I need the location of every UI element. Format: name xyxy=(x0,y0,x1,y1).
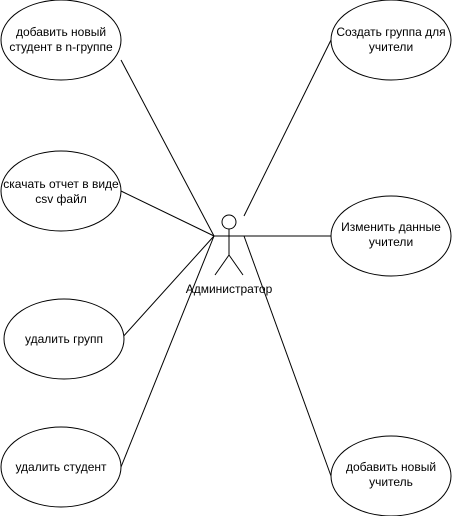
use-case-ellipse xyxy=(0,150,122,232)
use-case-add-teacher: добавить новый учитель xyxy=(330,435,452,516)
use-case-delete-group: удалить групп xyxy=(3,298,125,380)
actor-label: Администратор xyxy=(186,282,273,296)
use-case-label: студент в n-группе xyxy=(9,40,113,54)
use-case-ellipse xyxy=(0,426,122,508)
use-case-label: Создать группа для xyxy=(336,25,445,39)
connector-add-teacher xyxy=(243,235,332,477)
actor-right-leg xyxy=(228,254,244,276)
use-case-edit-teacher: Изменить данные учители xyxy=(330,195,452,277)
use-case-label: скачать отчет в виде xyxy=(3,177,119,191)
connector-delete-group xyxy=(120,235,215,340)
connector-download-report xyxy=(120,190,215,237)
use-case-label: Изменить данные xyxy=(341,220,441,234)
use-case-label: учители xyxy=(369,235,413,249)
use-case-label: учитель xyxy=(369,475,413,489)
actor-head xyxy=(221,214,237,230)
use-case-ellipse xyxy=(0,0,122,81)
connector-delete-student xyxy=(120,235,215,468)
actor-left-leg xyxy=(214,254,230,276)
use-case-label: удалить студент xyxy=(15,460,107,474)
connectors xyxy=(120,39,332,477)
use-case-label: добавить новый xyxy=(346,460,436,474)
use-case-ellipse xyxy=(330,195,452,277)
use-case-create-group: Создать группа для учители xyxy=(330,0,452,81)
use-case-download-report: скачать отчет в виде csv файл xyxy=(0,150,122,232)
use-case-delete-student: удалить студент xyxy=(0,426,122,508)
use-case-label: удалить групп xyxy=(25,332,103,346)
use-case-ellipse xyxy=(330,435,452,516)
connector-create-group xyxy=(243,39,332,217)
use-case-add-student: добавить новый студент в n-группе xyxy=(0,0,122,81)
use-case-label: добавить новый xyxy=(16,25,106,39)
use-case-label: учители xyxy=(369,40,413,54)
use-case-label: csv файл xyxy=(35,192,87,206)
actor-administrator: Администратор xyxy=(186,214,273,296)
connector-add-student xyxy=(120,59,215,237)
use-case-ellipse xyxy=(330,0,452,81)
use-case-ellipse xyxy=(3,298,125,380)
